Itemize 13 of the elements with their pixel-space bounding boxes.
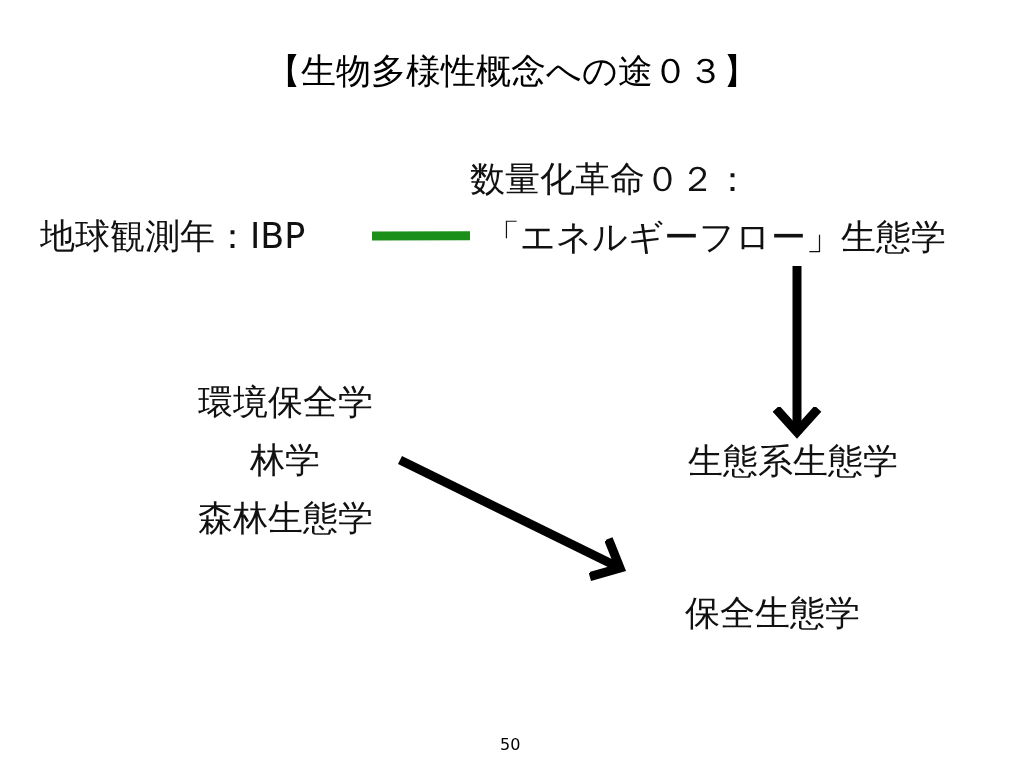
node-text: 生態系生態学 — [686, 440, 899, 483]
node-text: 保全生態学 — [685, 592, 860, 635]
discipline-text: 森林生態学 — [196, 497, 374, 540]
discipline-text: 環境保全学 — [196, 381, 374, 424]
arrow — [398, 455, 625, 580]
node-text: 地球観測年：IBP — [40, 215, 306, 258]
discipline-text: 「エネルギーフロー」生態学 — [485, 216, 946, 259]
title: 【生物多様性概念への途０３】 — [265, 50, 759, 93]
page-number: 50 — [500, 735, 521, 754]
discipline-text: 林学 — [249, 439, 321, 482]
connector-line — [372, 231, 470, 241]
arrow — [774, 266, 820, 437]
discipline-text: 数量化革命０２： — [470, 158, 750, 201]
